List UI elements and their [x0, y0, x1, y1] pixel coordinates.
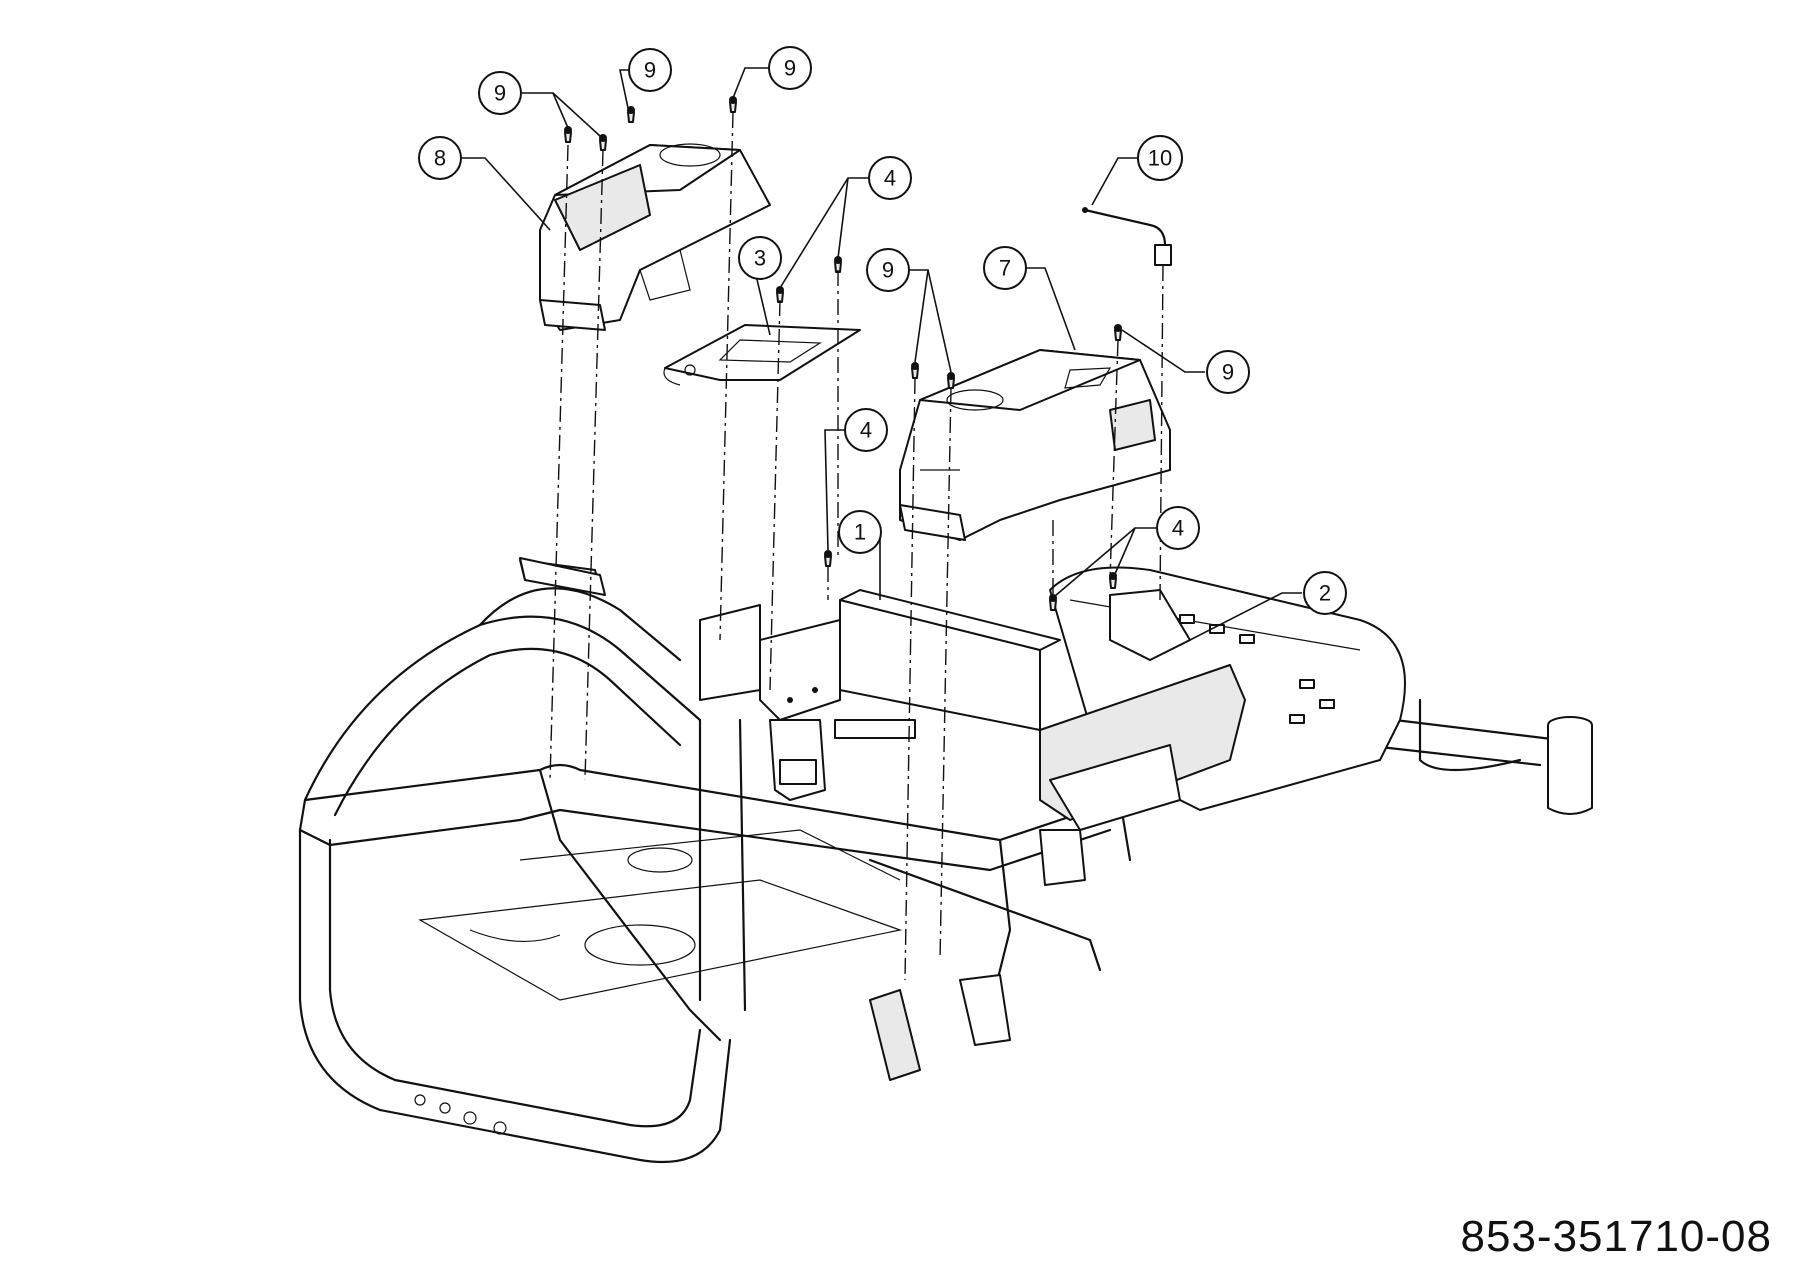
- callout-9e: 9: [1206, 350, 1250, 394]
- small-bracket: [519, 557, 606, 596]
- screw-4a: [776, 286, 784, 303]
- svg-text:9: 9: [644, 58, 656, 83]
- callout-10: 10: [1137, 135, 1183, 181]
- leader-lines: [462, 67, 1302, 641]
- callout-9d: 9: [866, 248, 910, 292]
- screw-9b: [599, 134, 607, 151]
- screw-9e: [911, 362, 919, 379]
- part-1-panel: [519, 559, 1061, 739]
- screw-9a: [564, 126, 572, 143]
- screw-9c: [627, 106, 635, 123]
- svg-text:10: 10: [1148, 146, 1172, 171]
- part-10-rod: [1082, 207, 1172, 266]
- callout-2: 2: [1303, 571, 1347, 615]
- callout-9a: 9: [478, 71, 522, 115]
- callout-8: 8: [418, 136, 462, 180]
- svg-text:9: 9: [784, 56, 796, 81]
- svg-text:9: 9: [494, 81, 506, 106]
- svg-text:3: 3: [754, 246, 766, 271]
- screw-4b: [834, 256, 842, 273]
- part-7-console: [899, 349, 1171, 541]
- screw-4c: [824, 550, 832, 567]
- callout-4c: 4: [1156, 506, 1200, 550]
- svg-text:2: 2: [1319, 581, 1331, 606]
- svg-text:8: 8: [434, 146, 446, 171]
- part-2-fender: [1039, 566, 1406, 831]
- svg-text:1: 1: [854, 520, 866, 545]
- document-number: 853-351710-08: [1460, 1212, 1772, 1261]
- screw-4d: [1049, 594, 1057, 611]
- callout-9b: 9: [628, 48, 672, 92]
- svg-text:4: 4: [884, 166, 896, 191]
- svg-text:7: 7: [999, 256, 1011, 281]
- svg-text:9: 9: [882, 258, 894, 283]
- callout-7: 7: [983, 246, 1027, 290]
- callout-1: 1: [838, 510, 882, 554]
- main-frame: [298, 587, 1593, 1164]
- svg-text:4: 4: [860, 418, 872, 443]
- part-3-plate: [663, 324, 861, 386]
- alignment-lines: [549, 111, 1164, 981]
- screw-9f: [947, 372, 955, 389]
- callout-9c: 9: [768, 46, 812, 90]
- screw-9d: [729, 96, 737, 113]
- callout-4b: 4: [844, 408, 888, 452]
- svg-text:4: 4: [1172, 516, 1184, 541]
- callout-4a: 4: [868, 156, 912, 200]
- part-8-console: [539, 143, 771, 331]
- screw-9g: [1114, 324, 1122, 341]
- svg-text:9: 9: [1222, 360, 1234, 385]
- callout-3: 3: [738, 236, 782, 280]
